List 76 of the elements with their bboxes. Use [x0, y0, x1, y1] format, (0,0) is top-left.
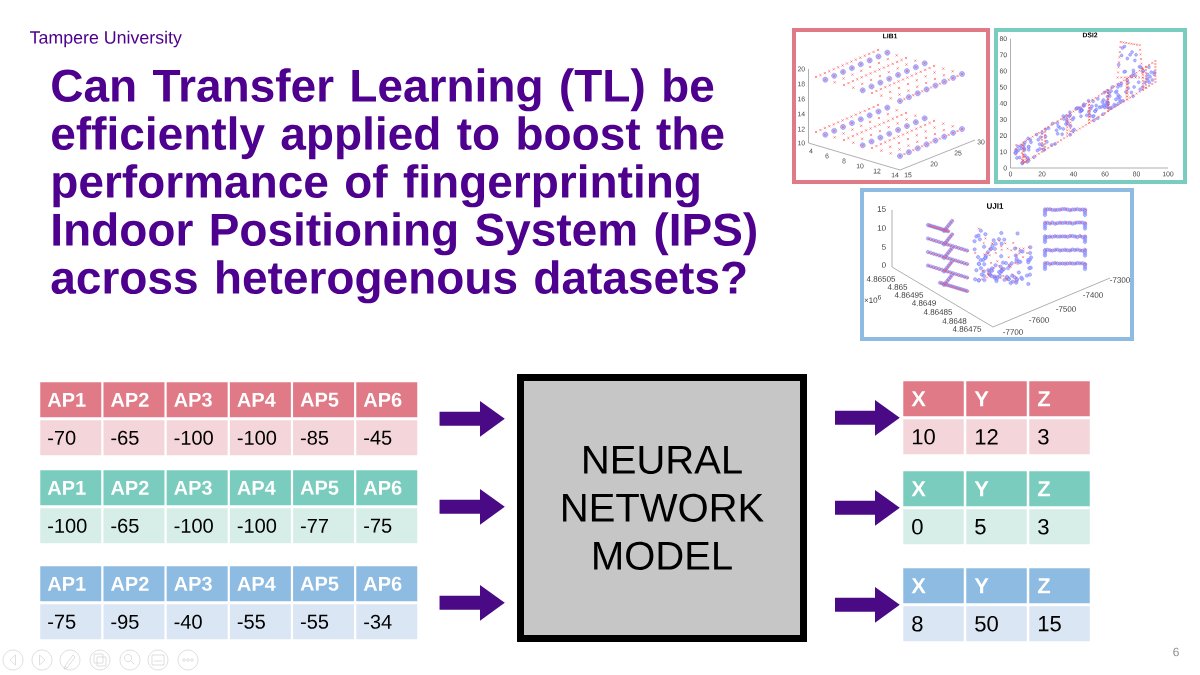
tick-label: -7600	[1029, 317, 1049, 323]
university-name: Tampere University	[30, 30, 182, 48]
tick-label: 5	[881, 244, 886, 250]
header-cell: AP2	[103, 566, 165, 602]
tick-label: 4.86505	[866, 276, 896, 282]
value-cell: -55	[293, 604, 355, 640]
tick-label: 4.8649	[911, 300, 936, 306]
header-cell: AP2	[103, 470, 165, 506]
value-cell: -100	[229, 508, 291, 544]
header-cell: AP3	[166, 382, 228, 418]
header-cell: AP6	[356, 470, 418, 506]
value-cell: 5	[966, 509, 1027, 545]
tick-label: 0	[881, 262, 886, 268]
value-cell: -95	[103, 604, 165, 640]
header-cell: AP4	[229, 382, 291, 418]
header-cell: Z	[1029, 471, 1090, 507]
value-cell: -40	[166, 604, 228, 640]
page-number: 6	[1173, 647, 1179, 657]
value-cell: -75	[40, 604, 102, 640]
header-cell: AP1	[40, 382, 102, 418]
header-cell: X	[903, 471, 964, 507]
value-cell: -85	[293, 420, 355, 456]
value-cell: -100	[166, 420, 228, 456]
header-cell: AP3	[166, 470, 228, 506]
header-cell: AP1	[40, 566, 102, 602]
header-cell: AP6	[356, 566, 418, 602]
header-cell: X	[903, 568, 964, 604]
value-cell: -70	[40, 420, 102, 456]
header-cell: AP6	[356, 382, 418, 418]
tick-label: 4.865	[887, 284, 908, 290]
tick-label: -7400	[1083, 292, 1103, 298]
value-cell: 10	[903, 419, 964, 455]
header-cell: Z	[1029, 568, 1090, 604]
value-cell: 50	[966, 606, 1027, 642]
axis-exponent: ×10$^{6}$	[864, 294, 881, 304]
tick-label: -7700	[1003, 329, 1023, 335]
tick-label: 4.86485	[923, 309, 953, 315]
header-cell: AP3	[166, 566, 228, 602]
value-cell: -65	[103, 508, 165, 544]
header-cell: AP5	[293, 566, 355, 602]
value-cell: -65	[103, 420, 165, 456]
header-cell: AP5	[293, 470, 355, 506]
plot-title: UJI1	[987, 203, 1004, 209]
tick-label: -7500	[1056, 306, 1076, 312]
header-cell: Z	[1029, 381, 1090, 417]
header-cell: AP1	[40, 470, 102, 506]
header-cell: Y	[966, 471, 1027, 507]
value-cell: 8	[903, 606, 964, 642]
value-cell: -77	[293, 508, 355, 544]
value-cell: -34	[356, 604, 418, 640]
value-cell: 12	[966, 419, 1027, 455]
value-cell: 15	[1029, 606, 1090, 642]
value-cell: -100	[229, 420, 291, 456]
value-cell: 3	[1029, 509, 1090, 545]
tick-label: 4.86475	[952, 326, 982, 332]
header-cell: Y	[966, 568, 1027, 604]
value-cell: 3	[1029, 419, 1090, 455]
value-cell: -45	[356, 420, 418, 456]
header-cell: AP2	[103, 382, 165, 418]
value-cell: 0	[903, 509, 964, 545]
value-cell: -75	[356, 508, 418, 544]
header-cell: Y	[966, 381, 1027, 417]
header-cell: AP5	[293, 382, 355, 418]
value-cell: -100	[166, 508, 228, 544]
tick-label: 4.8648	[942, 318, 967, 324]
header-cell: X	[903, 381, 964, 417]
tick-label: 10	[877, 225, 886, 231]
header-cell: AP4	[229, 470, 291, 506]
value-cell: -100	[40, 508, 102, 544]
tick-label: -7300	[1110, 277, 1130, 283]
tick-label: 15	[877, 206, 886, 212]
header-cell: AP4	[229, 566, 291, 602]
slide-title: Can Transfer Learning (TL) be efficiently applied to boost the performance of fingerprinting Indoor Positioning System (IPS) across heterogenous datasets?	[51, 68, 756, 304]
tick-label: 4.86495	[894, 292, 924, 298]
value-cell: -55	[229, 604, 291, 640]
model-box: NEURAL NETWORK MODEL	[517, 374, 807, 642]
